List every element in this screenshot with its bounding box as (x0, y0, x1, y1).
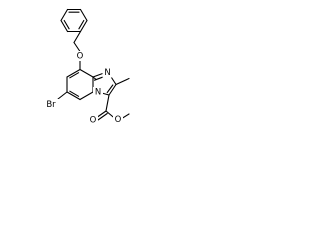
atom-labels: O N N Br O O (43, 51, 123, 126)
methyl-bond (115, 77, 130, 86)
ether-oxygen-label: O (77, 52, 84, 62)
molecule-structure: O N N Br O O (43, 8, 130, 126)
bromine-label: Br (46, 100, 56, 110)
pyridine-ring (66, 68, 94, 101)
benzyl-ring (60, 8, 88, 33)
imidazole-nitrogen-label: N (104, 68, 110, 78)
bromo-bond (57, 91, 68, 100)
carbonyl-oxygen-label: O (90, 116, 97, 126)
bridgehead-nitrogen-label: N (95, 88, 101, 98)
ester-oxygen-label: O (115, 115, 122, 125)
ester-group (95, 94, 130, 121)
benzyl-linker (73, 30, 82, 71)
